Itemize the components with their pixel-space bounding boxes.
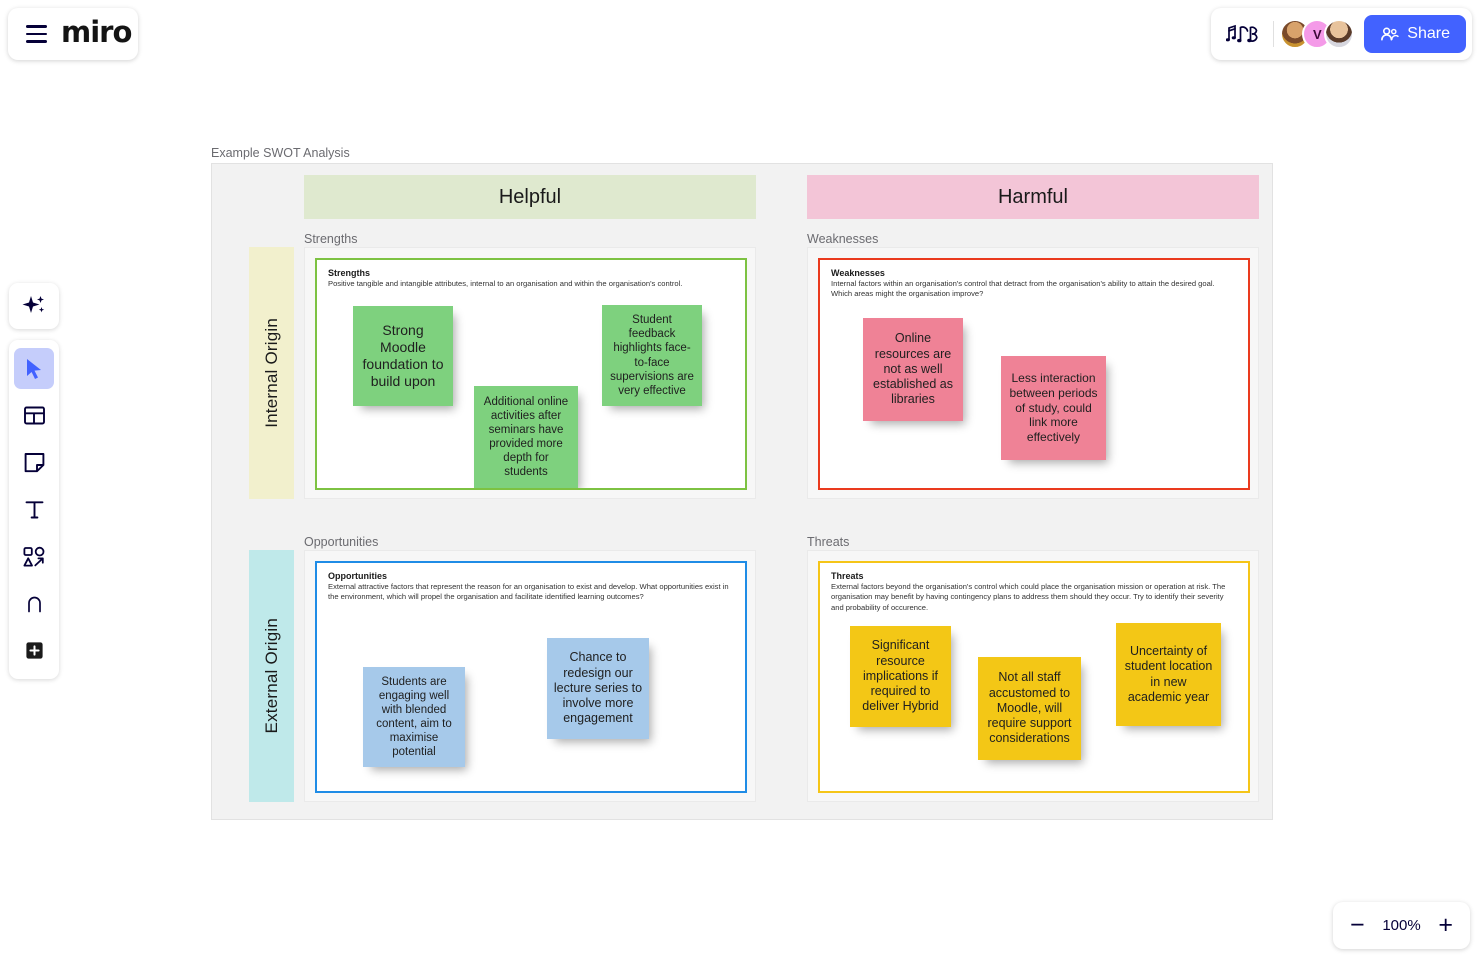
sticky-note[interactable]: Students are engaging well with blended …: [363, 667, 465, 767]
hamburger-icon[interactable]: [26, 25, 47, 43]
quadrant-opportunities-text: Opportunities External attractive factor…: [328, 571, 734, 603]
row-label-internal-origin: Internal Origin: [261, 318, 281, 428]
sticky-note[interactable]: Significant resource implications if req…: [850, 626, 951, 727]
quadrant-opportunities-description: External attractive factors that represe…: [328, 582, 729, 602]
quadrant-label-threats[interactable]: Threats: [807, 535, 850, 549]
sticky-note[interactable]: Chance to redesign our lecture series to…: [547, 638, 649, 739]
quadrant-label-weaknesses[interactable]: Weaknesses: [807, 232, 879, 246]
cursor-icon: [27, 359, 41, 379]
music-notes-icon[interactable]: [1221, 17, 1267, 51]
quadrant-strengths-text: Strengths Positive tangible and intangib…: [328, 268, 734, 289]
more-apps-tool[interactable]: [14, 630, 54, 671]
sticky-note[interactable]: Uncertainty of student location in new a…: [1116, 623, 1221, 726]
swot-frame[interactable]: Helpful Harmful Internal Origin External…: [211, 163, 1273, 820]
template-icon: [23, 406, 45, 425]
column-header-harmful[interactable]: Harmful: [807, 175, 1259, 219]
toolbar-divider: [1273, 21, 1275, 47]
quadrant-container-threats: Threats External factors beyond the orga…: [807, 550, 1259, 802]
avatar[interactable]: [1324, 19, 1355, 49]
sticky-note[interactable]: Additional online activities after semin…: [474, 386, 578, 488]
zoom-out-button[interactable]: −: [1350, 911, 1365, 939]
sticky-note-icon: [24, 453, 44, 473]
share-button[interactable]: Share: [1364, 15, 1466, 53]
share-label: Share: [1407, 25, 1450, 42]
sticky-note[interactable]: Not all staff accustomed to Moodle, will…: [978, 657, 1081, 760]
quadrant-strengths[interactable]: Strengths Positive tangible and intangib…: [315, 258, 747, 490]
avatar-group[interactable]: V: [1280, 19, 1355, 49]
quadrant-threats-text: Threats External factors beyond the orga…: [831, 571, 1237, 613]
zoom-in-button[interactable]: +: [1438, 911, 1453, 939]
quadrant-weaknesses[interactable]: Weaknesses Internal factors within an or…: [818, 258, 1250, 490]
quadrant-weaknesses-text: Weaknesses Internal factors within an or…: [831, 268, 1237, 300]
sparkle-icon: [22, 296, 45, 313]
quadrant-weaknesses-description: Internal factors within an organisation'…: [831, 279, 1215, 299]
sticky-note-tool[interactable]: [14, 442, 54, 483]
row-band-internal-origin[interactable]: Internal Origin: [249, 247, 294, 499]
select-tool[interactable]: [14, 348, 54, 389]
quadrant-threats[interactable]: Threats External factors beyond the orga…: [818, 561, 1250, 793]
ai-sparkle-tool[interactable]: [9, 283, 59, 329]
miro-logo[interactable]: miro: [61, 14, 132, 49]
collaboration-bar: V Share: [1211, 8, 1472, 60]
quadrant-container-weaknesses: Weaknesses Internal factors within an or…: [807, 247, 1259, 499]
text-tool[interactable]: [14, 489, 54, 530]
pen-tool[interactable]: [14, 583, 54, 624]
quadrant-threats-description: External factors beyond the organisation…: [831, 582, 1226, 612]
quadrant-label-strengths[interactable]: Strengths: [304, 232, 358, 246]
zoom-control: − 100% +: [1333, 902, 1470, 949]
quadrant-opportunities-title: Opportunities: [328, 571, 387, 581]
shapes-tool[interactable]: [14, 536, 54, 577]
row-band-external-origin[interactable]: External Origin: [249, 550, 294, 802]
quadrant-label-opportunities[interactable]: Opportunities: [304, 535, 379, 549]
sticky-note[interactable]: Less interaction between periods of stud…: [1001, 356, 1106, 460]
text-t-icon: [25, 501, 43, 519]
quadrant-container-strengths: Strengths Positive tangible and intangib…: [304, 247, 756, 499]
row-label-external-origin: External Origin: [261, 618, 281, 734]
plus-square-icon: [25, 642, 43, 659]
quadrant-weaknesses-title: Weaknesses: [831, 268, 885, 278]
quadrant-threats-title: Threats: [831, 571, 864, 581]
templates-tool[interactable]: [14, 395, 54, 436]
pen-icon: [27, 596, 41, 613]
sticky-note[interactable]: Online resources are not as well establi…: [863, 318, 963, 421]
shapes-icon: [23, 546, 45, 566]
sticky-note[interactable]: Strong Moodle foundation to build upon: [353, 306, 453, 406]
quadrant-strengths-description: Positive tangible and intangible attribu…: [328, 279, 683, 288]
quadrant-container-opportunities: Opportunities External attractive factor…: [304, 550, 756, 802]
frame-title[interactable]: Example SWOT Analysis: [211, 146, 350, 160]
zoom-level-value[interactable]: 100%: [1382, 917, 1421, 934]
sticky-note[interactable]: Student feedback highlights face-to-face…: [602, 305, 702, 406]
people-icon: [1381, 27, 1399, 41]
app-menu-bar: miro: [8, 8, 138, 60]
quadrant-strengths-title: Strengths: [328, 268, 371, 278]
quadrant-opportunities[interactable]: Opportunities External attractive factor…: [315, 561, 747, 793]
column-header-helpful[interactable]: Helpful: [304, 175, 756, 219]
creation-toolbar: [9, 340, 59, 679]
